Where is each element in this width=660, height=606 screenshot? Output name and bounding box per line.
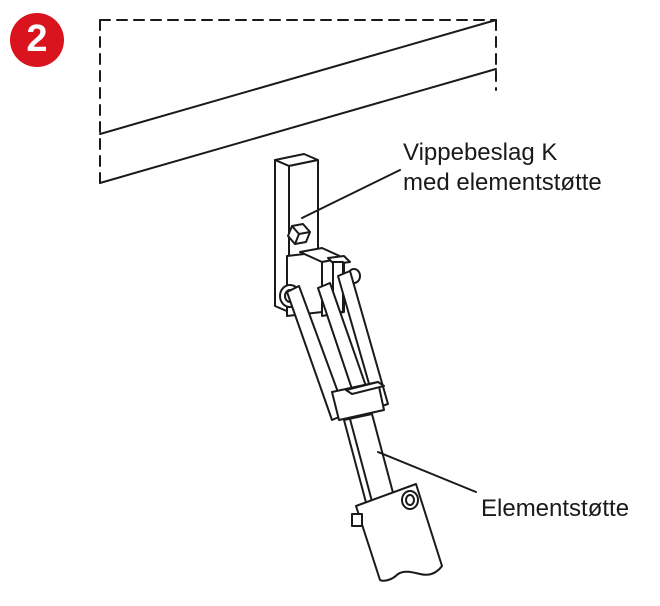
leader-line-support	[377, 451, 477, 493]
step-number: 2	[26, 18, 48, 60]
callout-bracket-line2: med elementstøtte	[403, 169, 602, 196]
callout-tilt-bracket: Vippebeslag K med elementstøtte	[403, 138, 602, 198]
support-foot	[351, 483, 443, 582]
support-collar	[331, 381, 385, 421]
callout-support-text: Elementstøtte	[481, 495, 630, 522]
step-number-badge: 2	[10, 13, 64, 67]
bolt-head	[287, 223, 311, 245]
callout-bracket-line1: Vippebeslag K	[403, 139, 558, 166]
callout-element-support: Elementstøtte	[481, 494, 629, 524]
beam-element	[99, 19, 497, 191]
leader-line-bracket	[301, 169, 401, 219]
